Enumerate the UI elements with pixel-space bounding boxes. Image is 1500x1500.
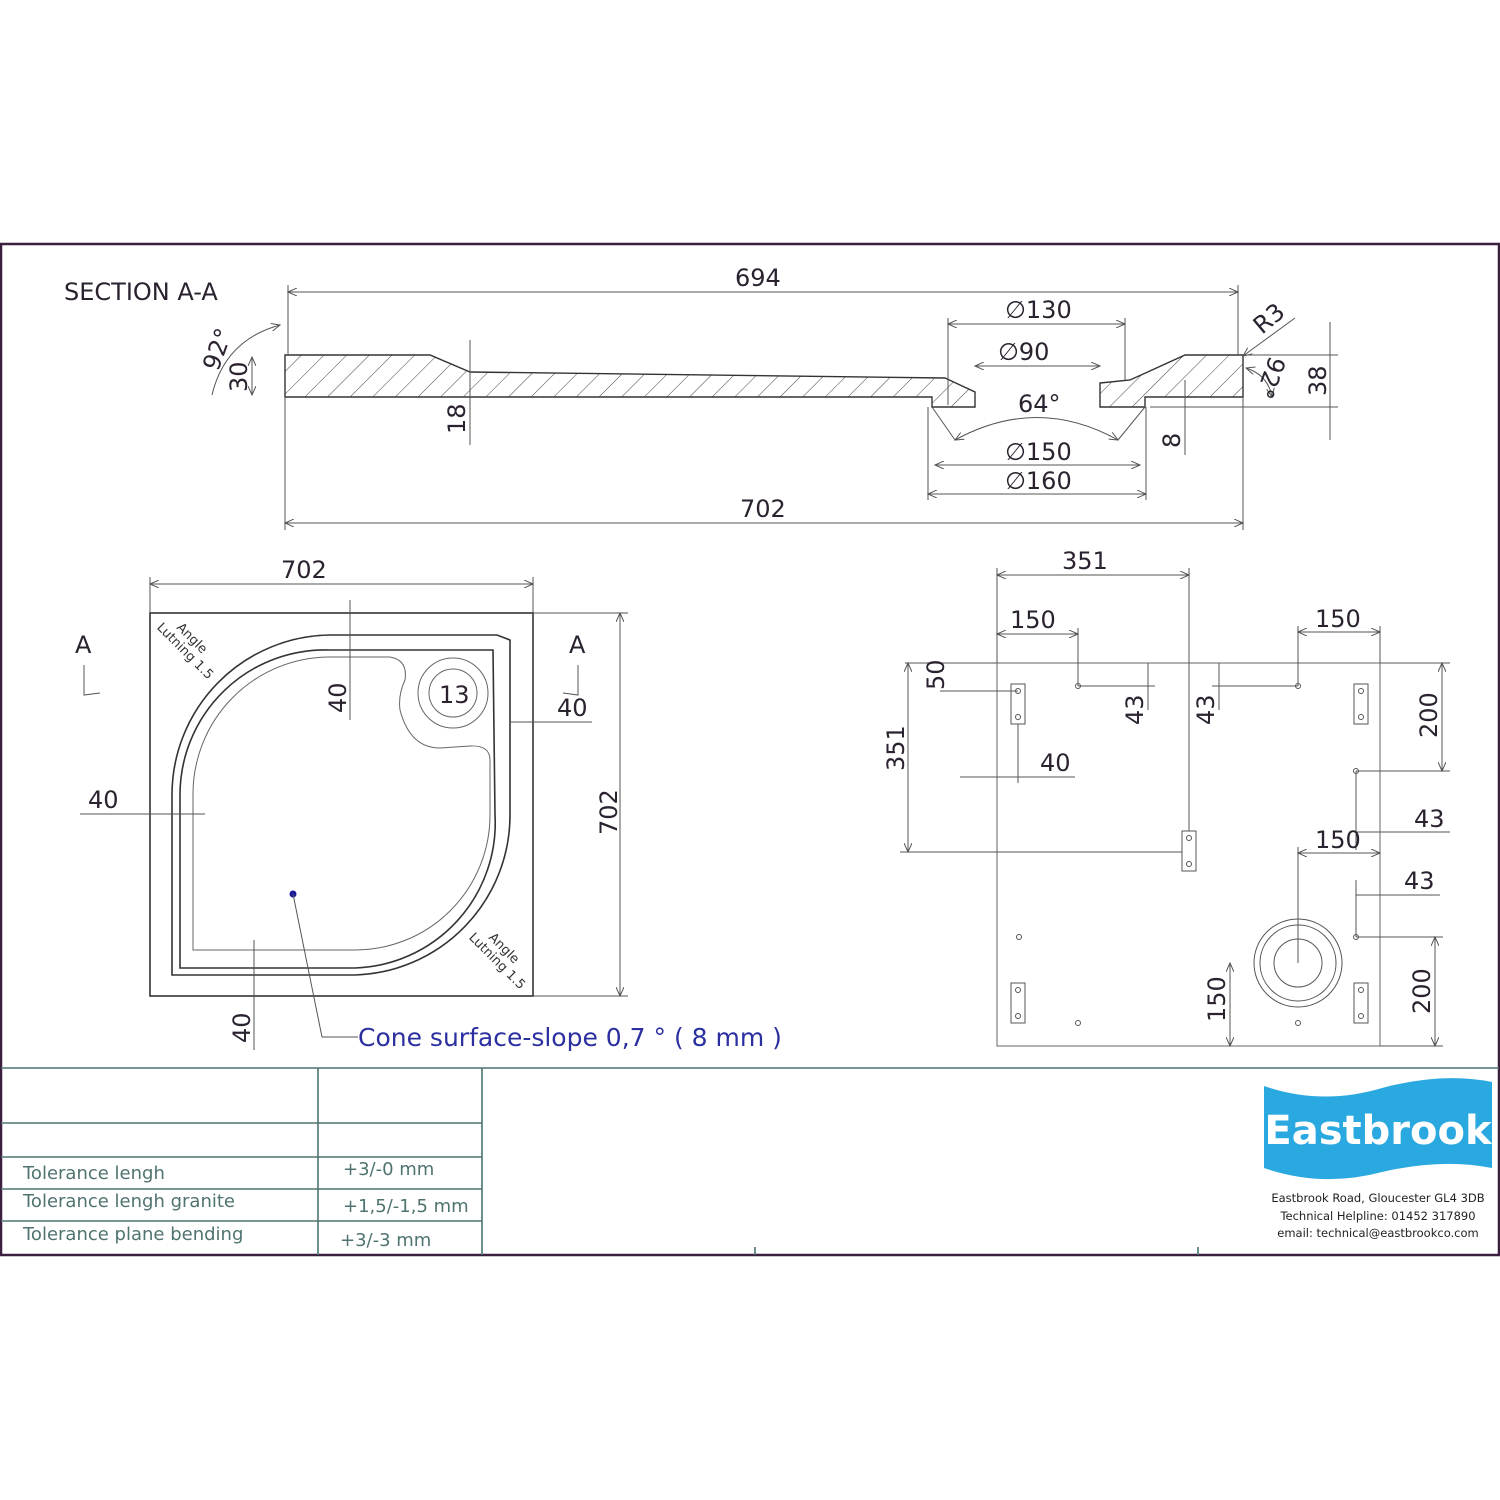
tolerance-label: Tolerance lengh [22,1163,165,1184]
section-view: SECTION A-A 694 ∅130 ∅90 64° ∅150 ∅160 7… [64,264,1338,530]
under-dim-200-top: 200 [1415,692,1443,738]
logo-text: Eastbrook [1264,1108,1493,1154]
waste-label: 13 [439,681,470,709]
technical-helpline: Technical Helpline: 01452 317890 [1280,1208,1476,1223]
eastbrook-logo: Eastbrook [1264,1078,1493,1180]
company-contact: Eastbrook Road, Gloucester GL4 3DB Techn… [1262,1190,1494,1243]
dim-702-section: 702 [740,495,786,523]
section-marker-right: A [569,631,586,659]
under-dim-200-bottom: 200 [1408,968,1436,1014]
under-dim-40: 40 [1040,749,1071,777]
tolerance-label: Tolerance lengh granite [22,1191,235,1212]
dim-30: 30 [225,361,253,392]
plan-view: 13 Cone surface-slope 0,7 ° ( 8 mm ) 702… [75,556,782,1052]
plan-dim-rim-top: 40 [324,682,352,713]
plan-dim-height: 702 [595,789,623,835]
under-dim-150-mid: 150 [1315,826,1361,854]
tolerance-label: Tolerance plane bending [22,1224,243,1245]
plan-dim-rim-left: 40 [88,786,119,814]
under-dim-150-right: 150 [1315,605,1361,633]
dim-d150: ∅150 [1005,438,1072,466]
drawing-frame [0,242,1500,1257]
section-profile-left [284,354,976,408]
under-dim-43b: 43 [1192,694,1220,725]
dim-d130: ∅130 [1005,296,1072,324]
under-dim-351-left: 351 [882,725,910,771]
lutning-label-1: AngleLutning 1.5 [153,610,225,682]
underside-view: 351 150 150 50 43 43 200 351 40 43 150 4… [882,547,1450,1046]
dim-18: 18 [443,403,471,434]
dim-694: 694 [735,264,781,292]
tolerance-value: +1,5/-1,5 mm [343,1196,469,1217]
under-dim-43d: 43 [1404,867,1435,895]
tolerance-value: +3/-0 mm [343,1159,434,1180]
dim-d90: ∅90 [998,338,1049,366]
dim-8: 8 [1158,433,1186,448]
under-dim-351-top: 351 [1062,547,1108,575]
section-title: SECTION A-A [64,278,218,306]
plan-dim-width: 702 [281,556,327,584]
section-profile-right [1099,354,1244,408]
under-dim-43a: 43 [1121,694,1149,725]
plan-dim-rim-bottom: 40 [228,1012,256,1043]
plan-dim-rim-right: 40 [557,694,588,722]
section-marker-left: A [75,631,92,659]
dim-angle-64: 64° [1018,390,1061,418]
under-dim-150-left: 150 [1010,606,1056,634]
cone-surface-note: Cone surface-slope 0,7 ° ( 8 mm ) [358,1023,782,1052]
dim-angle-right: 92° [1250,353,1291,403]
dim-r3: R3 [1248,298,1290,340]
under-dim-150-bottom: 150 [1203,976,1231,1022]
company-address: Eastbrook Road, Gloucester GL4 3DB [1271,1191,1485,1205]
under-dim-43c: 43 [1414,805,1445,833]
title-block [1,1067,1499,1255]
lutning-label-2: AngleLutning 1.5 [465,920,537,992]
tolerance-table: Tolerance lengh +3/-0 mm Tolerance lengh… [22,1159,469,1251]
company-email[interactable]: email: technical@eastbrookco.com [1277,1226,1479,1240]
dim-38: 38 [1304,365,1332,396]
tolerance-value: +3/-3 mm [340,1230,431,1251]
dim-d160: ∅160 [1005,467,1072,495]
under-dim-50: 50 [922,659,950,690]
